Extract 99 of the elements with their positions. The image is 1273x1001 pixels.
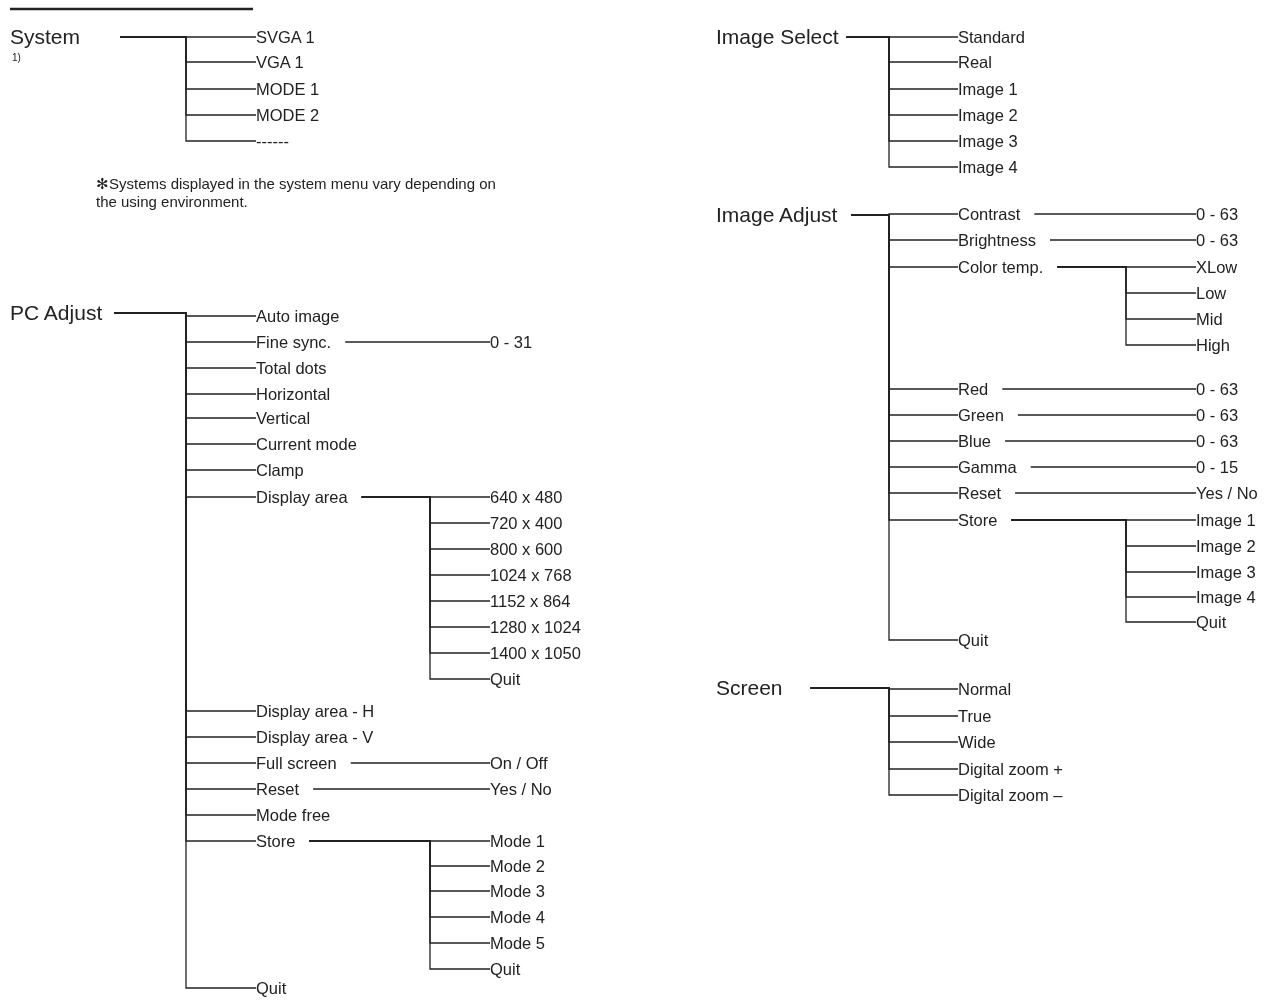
- menu-option: 720 x 400: [490, 513, 563, 533]
- menu-option: Image 1: [1196, 510, 1256, 530]
- menu-option: 0 - 15: [1196, 457, 1239, 477]
- menu-option: Wide: [958, 732, 996, 752]
- menu-option: Yes / No: [1196, 483, 1258, 503]
- menu-heading: Image Select: [716, 24, 839, 50]
- menu-option: Mode 3: [490, 881, 546, 901]
- menu-heading: Image Adjust: [716, 202, 838, 228]
- menu-option: Display area - H: [256, 701, 375, 721]
- menu-option: 0 - 63: [1196, 230, 1239, 250]
- connector-line: [1033, 213, 1197, 215]
- menu-option: 0 - 63: [1196, 379, 1239, 399]
- connector-line: [308, 840, 491, 970]
- menu-option: Display area - V: [256, 727, 374, 747]
- menu-option: Reset: [958, 483, 1002, 503]
- connector-line: [312, 788, 491, 790]
- menu-option: High: [1196, 335, 1230, 355]
- menu-option: Current mode: [256, 434, 357, 454]
- menu-option: Mid: [1196, 309, 1223, 329]
- menu-option: Gamma: [958, 457, 1017, 477]
- menu-option: Mode 5: [490, 933, 546, 953]
- menu-option: Quit: [490, 959, 521, 979]
- menu-option: Reset: [256, 779, 300, 799]
- menu-option: Low: [1196, 283, 1227, 303]
- footnote-mark: 1): [12, 52, 21, 63]
- menu-option: True: [958, 706, 992, 726]
- menu-option: Fine sync.: [256, 332, 332, 352]
- connector-line: [1030, 466, 1197, 468]
- menu-option: 800 x 600: [490, 539, 563, 559]
- menu-option: Mode 4: [490, 907, 546, 927]
- menu-option: Mode free: [256, 805, 331, 825]
- menu-option: Image 2: [958, 105, 1018, 125]
- menu-option: VGA 1: [256, 52, 304, 72]
- connector-line: [344, 341, 491, 343]
- menu-option: Quit: [958, 630, 989, 650]
- menu-option: Full screen: [256, 753, 337, 773]
- menu-option: SVGA 1: [256, 27, 315, 47]
- menu-option: 640 x 480: [490, 487, 563, 507]
- menu-option: Quit: [1196, 612, 1227, 632]
- connector-line: [809, 687, 959, 796]
- menu-option: 0 - 63: [1196, 431, 1239, 451]
- connector-line: [119, 36, 257, 142]
- menu-option: Real: [958, 52, 992, 72]
- menu-option: Color temp.: [958, 257, 1044, 277]
- menu-option: Mode 1: [490, 831, 546, 851]
- menu-option: Image 1: [958, 79, 1018, 99]
- connector-line: [1001, 388, 1197, 390]
- menu-option: Total dots: [256, 358, 327, 378]
- menu-option: Store: [958, 510, 998, 530]
- menu-option: Quit: [490, 669, 521, 689]
- menu-option: Image 4: [958, 157, 1018, 177]
- menu-heading: PC Adjust: [10, 300, 103, 326]
- menu-option: 1280 x 1024: [490, 617, 581, 637]
- menu-option: Standard: [958, 27, 1025, 47]
- menu-heading: System: [10, 24, 80, 50]
- menu-option: Display area: [256, 487, 348, 507]
- connector-line: [1017, 414, 1197, 416]
- menu-option: 1400 x 1050: [490, 643, 581, 663]
- menu-option: Vertical: [256, 408, 311, 428]
- menu-option: Horizontal: [256, 384, 331, 404]
- menu-option: XLow: [1196, 257, 1238, 277]
- menu-option: On / Off: [490, 753, 548, 773]
- menu-option: Mode 2: [490, 856, 546, 876]
- menu-option: 0 - 31: [490, 332, 533, 352]
- menu-option: Digital zoom –: [958, 785, 1063, 805]
- menu-option: Normal: [958, 679, 1012, 699]
- menu-option: Image 2: [1196, 536, 1256, 556]
- footnote-note: ✻Systems displayed in the system menu vary depending on the using environment.: [96, 175, 496, 210]
- connector-line: [845, 36, 959, 168]
- menu-option: 1152 x 864: [490, 591, 571, 611]
- menu-option: 1024 x 768: [490, 565, 572, 585]
- menu-option: ------: [256, 131, 289, 151]
- menu-option: Image 3: [958, 131, 1018, 151]
- menu-option: Yes / No: [490, 779, 552, 799]
- connector-line: [850, 214, 959, 641]
- menu-option: Quit: [256, 978, 287, 998]
- menu-option: 0 - 63: [1196, 405, 1239, 425]
- menu-option: Auto image: [256, 306, 340, 326]
- menu-option: MODE 2: [256, 105, 320, 125]
- menu-option: Contrast: [958, 204, 1021, 224]
- menu-option: Clamp: [256, 460, 304, 480]
- menu-option: 0 - 63: [1196, 204, 1239, 224]
- menu-option: Image 3: [1196, 562, 1256, 582]
- menu-option: Red: [958, 379, 989, 399]
- connector-line: [350, 762, 491, 764]
- connector-line: [1056, 266, 1197, 346]
- menu-option: Digital zoom +: [958, 759, 1063, 779]
- connector-line: [1014, 492, 1197, 494]
- connector-line: [1049, 239, 1197, 241]
- connector-line: [113, 312, 257, 989]
- connector-line: [1010, 519, 1197, 623]
- menu-option: Green: [958, 405, 1004, 425]
- menu-option: Store: [256, 831, 296, 851]
- menu-option: Brightness: [958, 230, 1036, 250]
- connector-line: [1004, 440, 1197, 442]
- menu-heading: Screen: [716, 675, 783, 701]
- menu-option: MODE 1: [256, 79, 320, 99]
- menu-option: Blue: [958, 431, 992, 451]
- menu-option: Image 4: [1196, 587, 1256, 607]
